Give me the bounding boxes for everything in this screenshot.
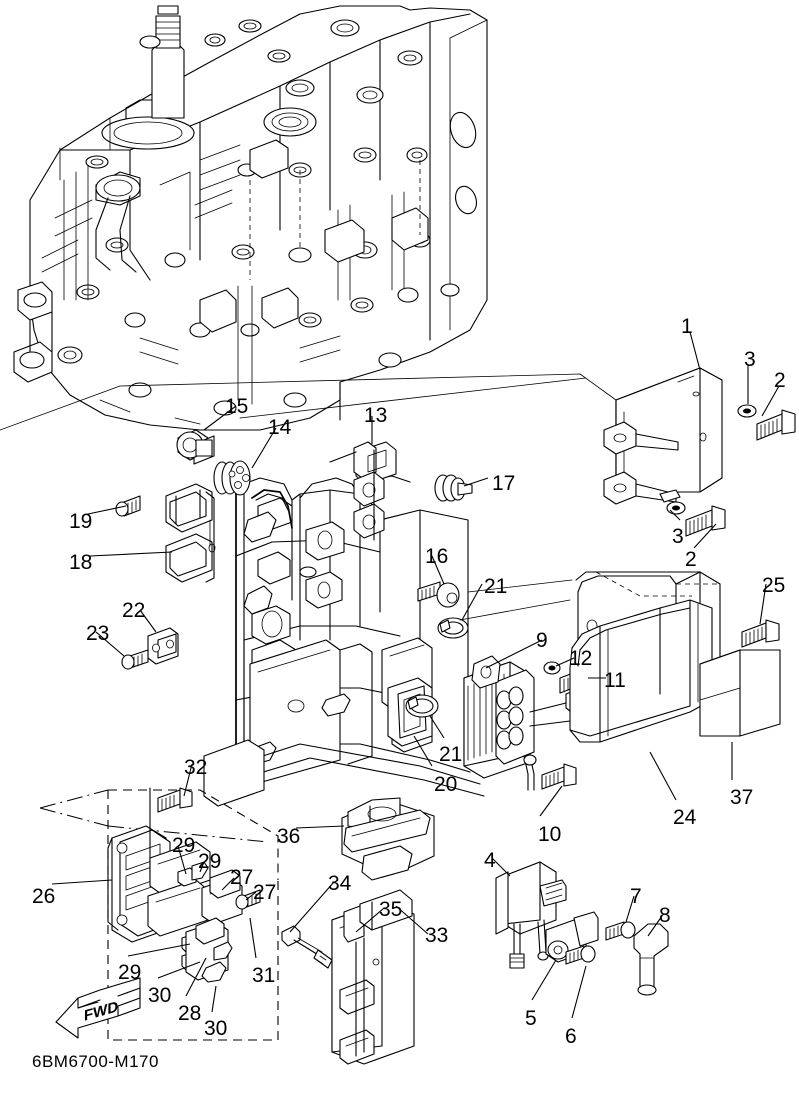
fwd-arrow-marker [55,977,141,1039]
callout-11: 11 [604,669,626,692]
callout-3-lower: 3 [672,525,684,548]
callout-29-a: 29 [172,834,196,857]
callout-31: 31 [252,964,276,987]
callout-8: 8 [659,904,671,927]
callout-2-upper: 2 [774,369,786,392]
fusebox-assembly-illustration [39,787,279,1041]
callout-10: 10 [538,823,562,846]
callout-34: 34 [328,872,352,895]
callout-21-upper: 21 [484,575,508,598]
callout-20: 20 [434,773,458,796]
engine-block-illustration [13,5,488,431]
callout-29-b: 29 [198,850,222,873]
callout-26: 26 [32,885,56,908]
callout-27-b: 27 [253,881,277,904]
starter-relay-illustration [281,889,415,1065]
callout-30-b: 30 [204,1017,228,1040]
callout-27-a: 27 [230,866,254,889]
callout-22: 22 [122,599,146,622]
callout-7: 7 [630,885,642,908]
callout-14: 14 [268,416,292,439]
callout-2-lower: 2 [685,548,697,571]
callout-4: 4 [484,849,496,872]
document-code: 6BM6700-M170 [32,1052,159,1071]
callout-29-c: 29 [118,961,142,984]
callout-19: 19 [69,510,93,533]
electrical-bracket-illustration [115,429,485,807]
callout-23: 23 [86,622,110,645]
callout-17: 17 [492,472,516,495]
rectifier-assembly-illustration [463,655,597,791]
callout-9: 9 [536,629,548,652]
callout-6: 6 [565,1025,577,1048]
callout-1: 1 [681,315,693,338]
callout-36: 36 [277,825,301,848]
callout-28: 28 [178,1002,202,1025]
ecu-assembly-illustration [0,367,796,537]
callout-13: 13 [364,404,388,427]
callout-25: 25 [762,574,786,597]
cover-assembly-illustration [459,571,781,743]
cover-bracket-illustration [341,797,435,881]
callout-33: 33 [425,924,449,947]
callout-12: 12 [569,647,593,670]
callout-35: 35 [379,898,403,921]
callout-30-a: 30 [148,984,172,1007]
callout-16: 16 [425,545,449,568]
callout-5: 5 [525,1007,537,1030]
callout-18: 18 [69,551,93,574]
ignition-coil-illustration [495,861,669,996]
callout-3-upper: 3 [744,348,756,371]
leader-lines [51,331,780,1019]
callout-32: 32 [184,756,208,779]
callout-15: 15 [225,395,249,418]
callout-37: 37 [730,786,754,809]
callout-24: 24 [673,806,697,829]
callout-21-lower: 21 [439,743,463,766]
